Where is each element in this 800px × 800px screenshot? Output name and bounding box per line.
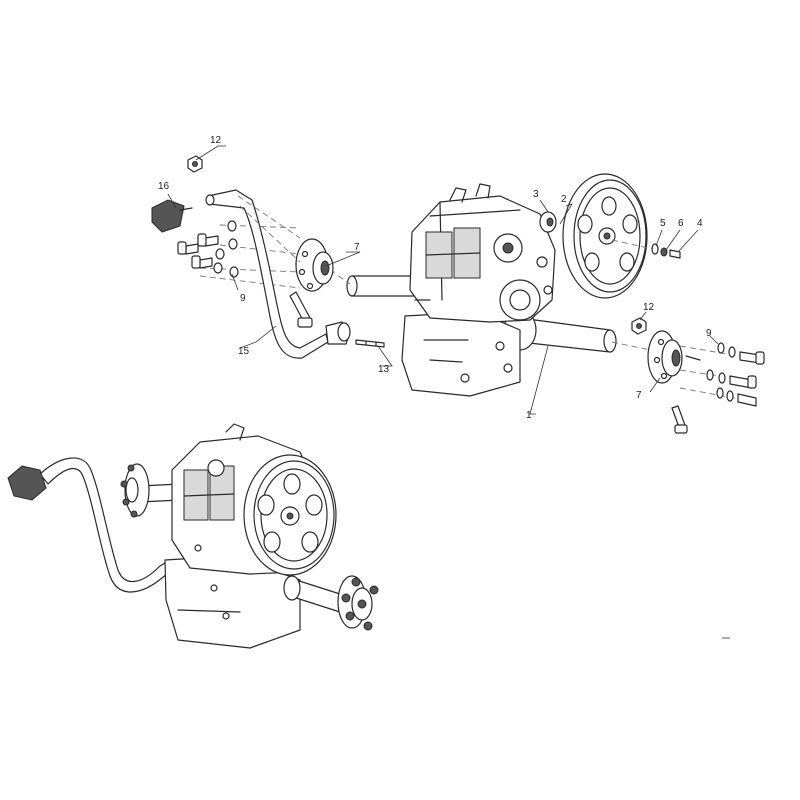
lever-nut — [187, 155, 203, 173]
callout-12-right: 12 — [643, 302, 655, 313]
callout-7-left: 7 — [354, 242, 360, 253]
callout-5: 5 — [660, 218, 666, 229]
callout-leaders — [167, 145, 719, 415]
callout-15: 15 — [238, 346, 250, 357]
callout-9-right: 9 — [706, 328, 712, 339]
assembled-left-flange — [120, 463, 181, 518]
bushing — [539, 211, 557, 233]
lever-knob — [151, 199, 193, 233]
callout-12-left: 12 — [210, 135, 222, 146]
right-flange-bolts — [671, 342, 765, 434]
left-flange — [295, 238, 351, 292]
callout-2: 2 — [561, 194, 567, 205]
right-flange-nut — [631, 317, 647, 335]
right-flange — [611, 330, 701, 384]
callout-7-right: 7 — [636, 390, 642, 401]
callout-4: 4 — [697, 218, 703, 229]
left-flange-bolts — [177, 220, 301, 289]
assembled-right-flange — [283, 575, 379, 631]
gear-lever — [205, 189, 351, 359]
callout-9-left: 9 — [240, 293, 246, 304]
callout-16: 16 — [158, 181, 170, 192]
callout-3: 3 — [533, 189, 539, 200]
callout-1: 1 — [526, 410, 532, 421]
assembled-view — [7, 423, 379, 649]
assembled-pulley — [243, 454, 337, 576]
callout-13: 13 — [378, 364, 390, 375]
lever-bolt — [289, 291, 313, 328]
pulley — [562, 173, 648, 299]
callout-labels: 12 16 9 15 7 13 3 2 5 6 4 12 9 7 1 — [158, 135, 712, 421]
pulley-fasteners — [611, 239, 681, 259]
gearbox-housing — [401, 183, 556, 397]
exploded-view: 12 16 9 15 7 13 3 2 5 6 4 12 9 7 1 — [151, 135, 765, 434]
callout-6: 6 — [678, 218, 684, 229]
pin — [355, 339, 385, 348]
